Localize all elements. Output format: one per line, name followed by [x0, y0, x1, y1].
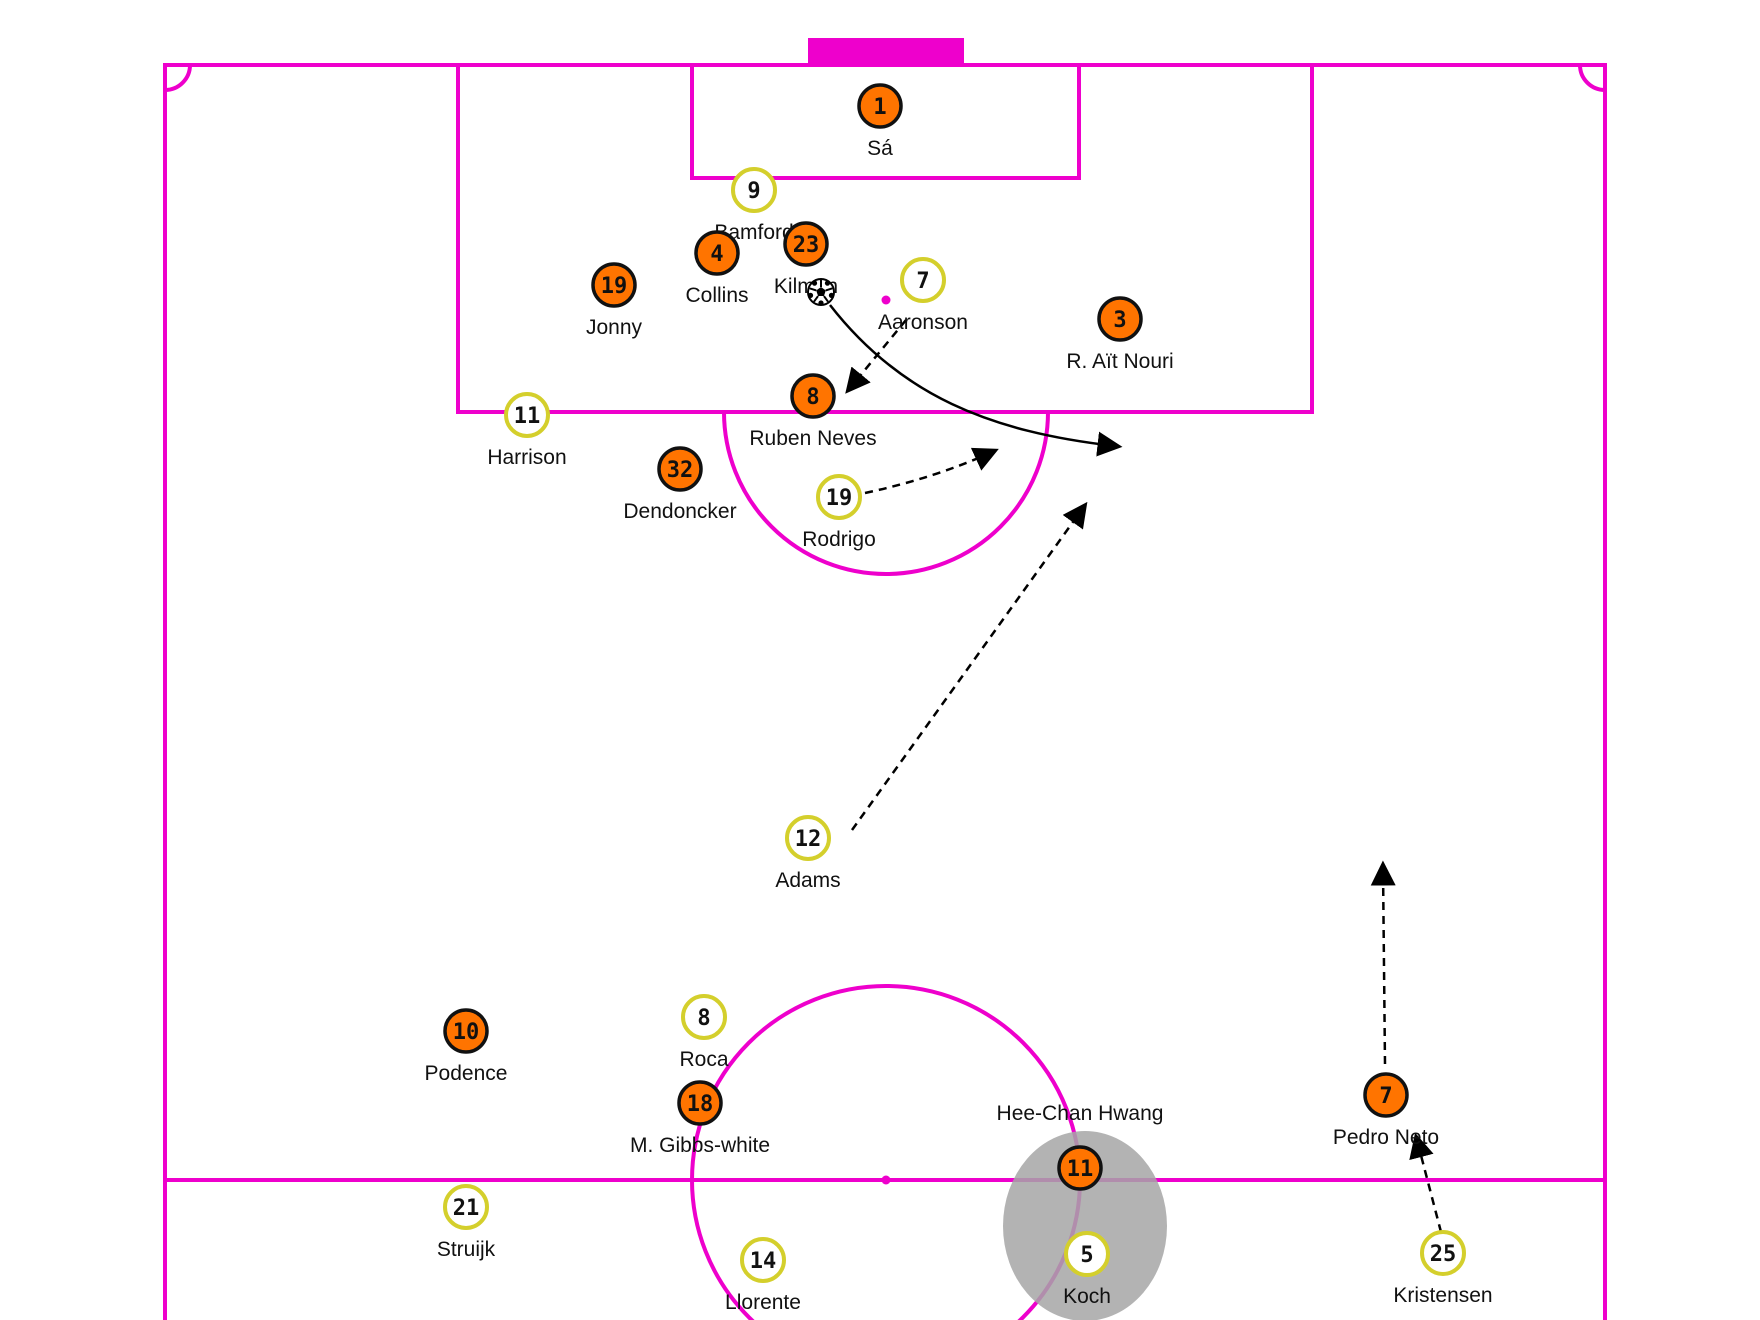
player-name: Ruben Neves [749, 427, 876, 450]
player-sa[interactable]: 1Sá [857, 83, 903, 160]
player-number: 4 [710, 242, 723, 267]
player-hwang[interactable]: 11 Hee-Chan Hwang [997, 1102, 1164, 1191]
player-name: Kristensen [1393, 1284, 1492, 1307]
player-number: 9 [747, 179, 760, 204]
player-number: 19 [826, 486, 853, 511]
player-number: 21 [453, 1196, 480, 1221]
player-number: 23 [793, 233, 820, 258]
player-marker [816, 474, 862, 520]
player-number: 10 [453, 1020, 480, 1045]
kristensen-run-arrow [1409, 1132, 1443, 1233]
player-marker [681, 994, 727, 1040]
player-marker [591, 262, 637, 308]
player-number: 12 [795, 827, 822, 852]
player-name: Podence [425, 1062, 508, 1085]
player-marker [1057, 1145, 1103, 1191]
highlight-zone [1003, 1131, 1167, 1320]
aaronson-run-arrow [845, 319, 907, 394]
player-name: Struijk [437, 1238, 496, 1261]
player-number: 18 [687, 1092, 714, 1117]
player-name: Sá [867, 137, 893, 160]
player-number: 11 [514, 404, 541, 429]
player-name: Pedro Neto [1333, 1126, 1439, 1149]
player-marker [694, 230, 740, 276]
player-marker [857, 83, 903, 129]
player-name: Hee-Chan Hwang [997, 1102, 1164, 1125]
player-number: 5 [1080, 1243, 1093, 1268]
ball-path-arrow [829, 304, 1123, 457]
player-name: Rodrigo [802, 528, 876, 551]
player-number: 32 [667, 458, 694, 483]
player-number: 8 [697, 1006, 710, 1031]
player-marker [1363, 1072, 1409, 1118]
corner-arc-right [1578, 64, 1606, 92]
player-marker [1097, 296, 1143, 342]
player-number: 8 [806, 385, 819, 410]
neto-run-arrow [1370, 860, 1396, 1065]
player-number: 1 [873, 95, 886, 120]
soccer-ball-icon[interactable] [807, 278, 835, 306]
player-name: Adams [775, 869, 840, 892]
player-name: Roca [679, 1048, 728, 1071]
penalty-spot [881, 295, 891, 305]
player-number: 7 [916, 269, 929, 294]
player-marker [1064, 1231, 1110, 1277]
player-name: Jonny [586, 316, 643, 339]
adams-run-arrow [850, 501, 1088, 831]
player-number: 7 [1379, 1084, 1392, 1109]
penalty-arc [722, 411, 1050, 576]
player-ait-nouri[interactable]: 3 R. Aït Nouri [1066, 296, 1174, 373]
player-number: 11 [1067, 1157, 1094, 1182]
player-marker [783, 221, 829, 267]
player-name: Aaronson [878, 311, 968, 334]
player-name: Llorente [725, 1291, 801, 1314]
player-marker [657, 446, 703, 492]
player-name: M. Gibbs-white [630, 1134, 770, 1157]
player-name: R. Aït Nouri [1066, 350, 1173, 373]
players: 1Sá9Bamford4Collins23Kilman19Jonny7Aaron… [425, 83, 1493, 1314]
player-marker [785, 815, 831, 861]
player-marker [1420, 1230, 1466, 1276]
pitch-markings [163, 38, 1607, 1320]
rodrigo-run-arrow [864, 447, 999, 495]
corner-arc-left [164, 64, 192, 92]
player-marker [740, 1237, 786, 1283]
goal [808, 38, 964, 65]
player-number: 25 [1430, 1242, 1457, 1267]
player-name: Dendoncker [623, 500, 736, 523]
player-name: Harrison [487, 446, 566, 469]
player-name: Collins [685, 284, 748, 307]
center-spot [881, 1175, 891, 1185]
player-gibbs[interactable]: 18 M. Gibbs-white [630, 1080, 770, 1157]
player-marker [900, 257, 946, 303]
player-name: Koch [1063, 1285, 1111, 1308]
player-marker [677, 1080, 723, 1126]
player-number: 3 [1113, 308, 1126, 333]
movement-arrows [829, 304, 1443, 1233]
player-marker [443, 1184, 489, 1230]
player-number: 14 [750, 1249, 777, 1274]
player-marker [443, 1008, 489, 1054]
player-number: 19 [601, 274, 628, 299]
player-marker [731, 167, 777, 213]
player-marker [504, 392, 550, 438]
player-marker [790, 373, 836, 419]
